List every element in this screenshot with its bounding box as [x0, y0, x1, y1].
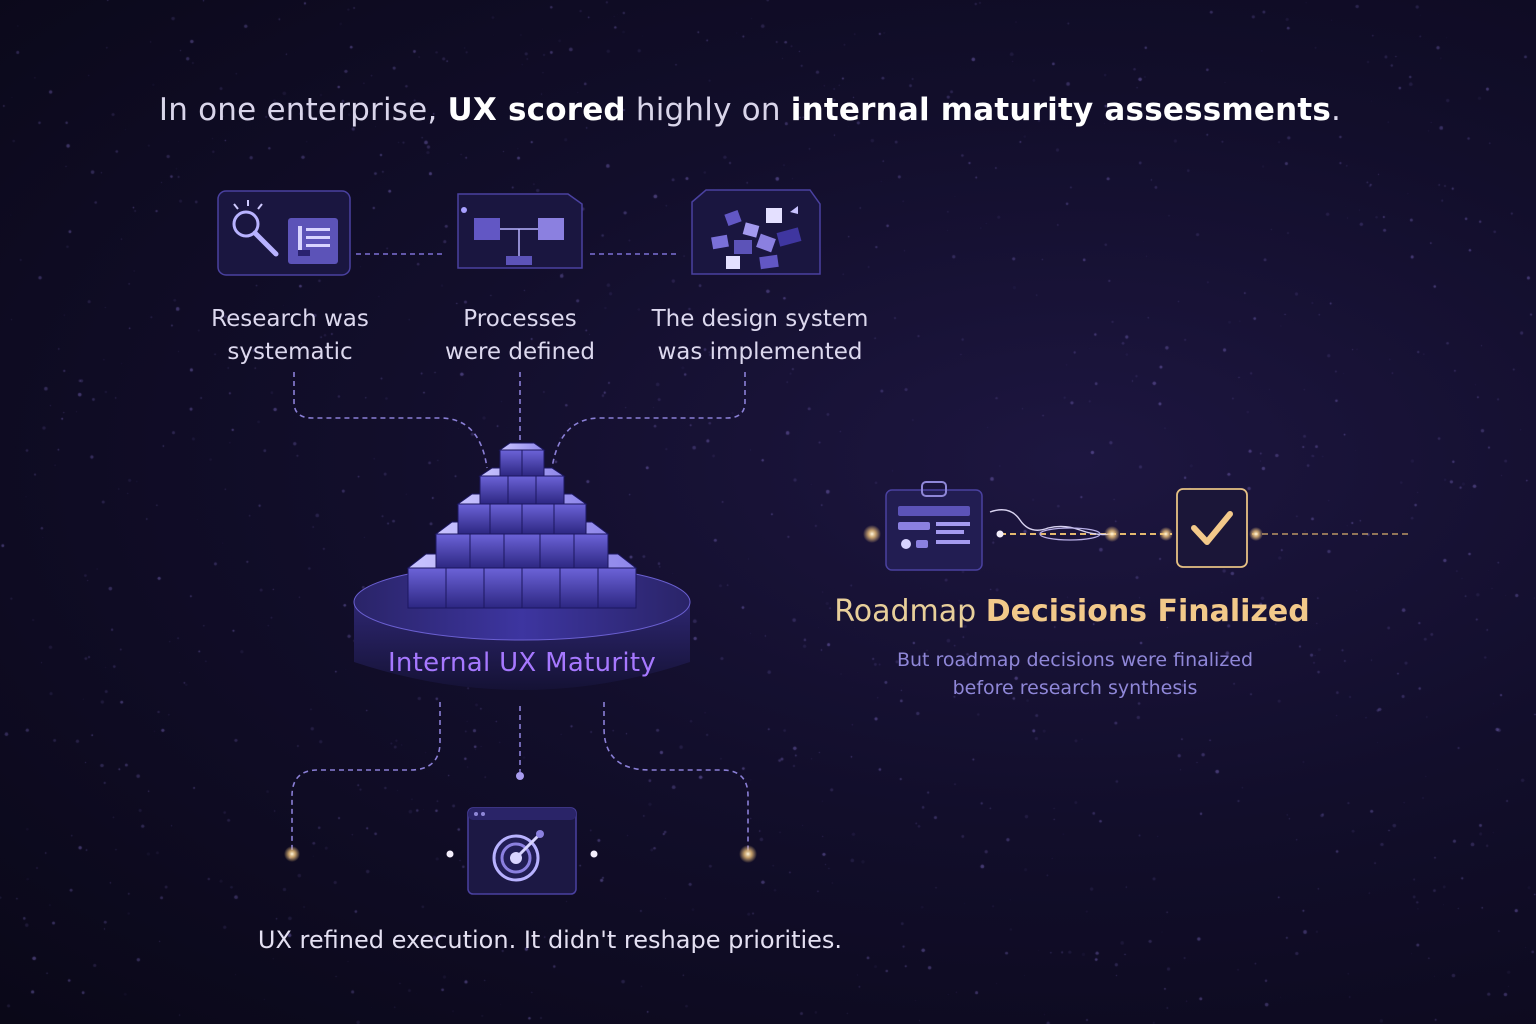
flowchart-icon: [457, 193, 583, 269]
maturity-label: Internal UX Maturity: [387, 648, 657, 678]
roadmap-title: Roadmap Decisions Finalized: [834, 594, 1310, 629]
checkmark-icon: [1176, 488, 1248, 568]
magnifier-document-icon: [217, 190, 351, 276]
component-tiles-icon: [691, 189, 821, 275]
maturity-pyramid: [353, 442, 691, 690]
footer-caption: UX refined execution. It didn't reshape …: [257, 926, 843, 954]
headline: In one enterprise, UX scored highly on i…: [158, 92, 1342, 128]
clipboard-icon: [885, 481, 983, 571]
target-icon: [467, 807, 577, 895]
